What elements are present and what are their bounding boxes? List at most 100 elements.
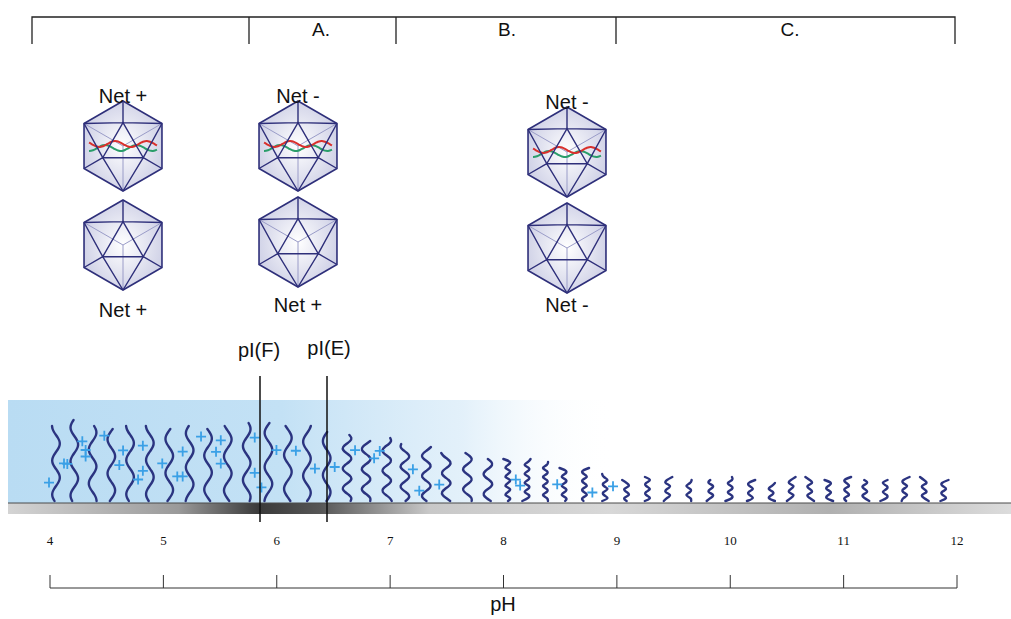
ph-tick-label-holder: 8 [500, 533, 507, 549]
charge-label-holder: Net - [545, 294, 588, 317]
polymer-chain [940, 480, 948, 501]
plus-charge [62, 459, 72, 469]
charge-label-holder: Net + [99, 299, 147, 322]
pi-marker: pI(F) [238, 339, 280, 361]
capsid-edge [259, 101, 337, 191]
charge-label-holder: Net - [276, 85, 319, 108]
plus-charge [256, 482, 266, 492]
plus-charge [99, 431, 109, 441]
axis-tick [276, 575, 277, 588]
plus-charge [250, 433, 260, 443]
section-bracket [32, 17, 955, 44]
full-capsid [528, 107, 606, 197]
section-letter-holder: A. [312, 19, 330, 41]
plus-charge [552, 479, 562, 489]
section-letter: C. [781, 19, 800, 40]
ph-tick-label: 5 [160, 533, 167, 548]
ph-tick-label: 11 [837, 533, 850, 548]
polymer-chain [602, 474, 607, 501]
plus-charge [291, 446, 301, 456]
plus-charge [587, 488, 597, 498]
ph-tick-label: 12 [951, 533, 964, 548]
ph-tick-label: 8 [500, 533, 507, 548]
genome-strand [533, 147, 601, 153]
plus-charge [44, 478, 54, 488]
plus-charge [375, 446, 385, 456]
charge-label-holder: Net + [99, 85, 147, 108]
plus-charge [196, 432, 206, 442]
ph-tick-label-holder: 7 [387, 533, 394, 549]
polymer-chain [645, 477, 650, 501]
plus-charge [330, 462, 340, 472]
polymer-chain [725, 477, 732, 501]
capsid-face [278, 219, 319, 254]
capsid-edge [259, 197, 337, 287]
polymer-chain [664, 477, 673, 501]
capsid-back-edge [84, 223, 162, 291]
capsid-back-edge [528, 226, 606, 294]
polymer-chain [126, 426, 134, 501]
capsid-face [547, 129, 588, 164]
charge-label-holder: Net + [274, 294, 322, 317]
axis-title: pH [490, 593, 516, 615]
charge-band [8, 400, 615, 504]
charge-label-holder: Net - [545, 91, 588, 114]
charge-label: Net - [545, 91, 588, 113]
ph-tick-label-holder: 11 [837, 533, 850, 549]
polymer-chain [686, 480, 691, 501]
capsid-outline [84, 200, 162, 290]
polymer-chain [303, 426, 311, 501]
polymer-chain [362, 441, 371, 501]
polymer-chain [463, 453, 472, 501]
axis-tick [163, 575, 164, 588]
axis-tick [50, 575, 51, 588]
capsid-back-edge [259, 124, 337, 192]
polymer-chain [862, 480, 869, 501]
charge-signs [44, 431, 618, 498]
genome-strand [89, 141, 157, 147]
axis-tick [503, 575, 504, 588]
ph-tick-label: 4 [47, 533, 54, 548]
pi-marker-holder: pI(E) [307, 337, 350, 360]
capsid-back-edge [84, 124, 162, 192]
ph-tick-label-holder: 5 [160, 533, 167, 549]
polymer-chain [920, 477, 929, 501]
empty-capsid [259, 197, 337, 287]
bracket-divider [249, 17, 616, 44]
section-letter: A. [312, 19, 330, 40]
polymer-chain [204, 429, 212, 501]
ph-tick-label-holder: 12 [951, 533, 964, 549]
axis-tick [730, 575, 731, 588]
capsid-back-edge [259, 220, 337, 288]
plus-charge [350, 445, 360, 455]
charge-label: Net + [99, 299, 147, 321]
section-letter: B. [498, 19, 516, 40]
polymer-chain [284, 426, 292, 501]
plus-charge [114, 460, 124, 470]
polymer-chain [71, 420, 79, 501]
polymer-chain [622, 480, 629, 501]
polymer-chain [146, 426, 154, 501]
polymer-chains [52, 420, 948, 501]
ph-tick-label-holder: 10 [724, 533, 737, 549]
plus-charge [157, 458, 167, 468]
bracket-line [32, 17, 955, 44]
charge-label: Net - [545, 294, 588, 316]
polymer-chain [108, 429, 116, 501]
charge-label: Net - [276, 85, 319, 107]
charge-label: Net + [274, 294, 322, 316]
pi-marker: pI(E) [307, 337, 350, 359]
polymer-chain [543, 462, 548, 501]
plus-charge [77, 436, 87, 446]
section-letter-holder: B. [498, 19, 516, 41]
ph-tick-label: 9 [614, 533, 621, 548]
ph-tick-label: 6 [274, 533, 281, 548]
pi-line [259, 376, 261, 522]
polymer-chain [787, 477, 796, 501]
polymer-chain [902, 477, 910, 501]
axis-tick [957, 575, 958, 588]
polymer-chain [582, 468, 589, 501]
plus-charge [515, 481, 525, 491]
plus-charge [211, 447, 221, 457]
